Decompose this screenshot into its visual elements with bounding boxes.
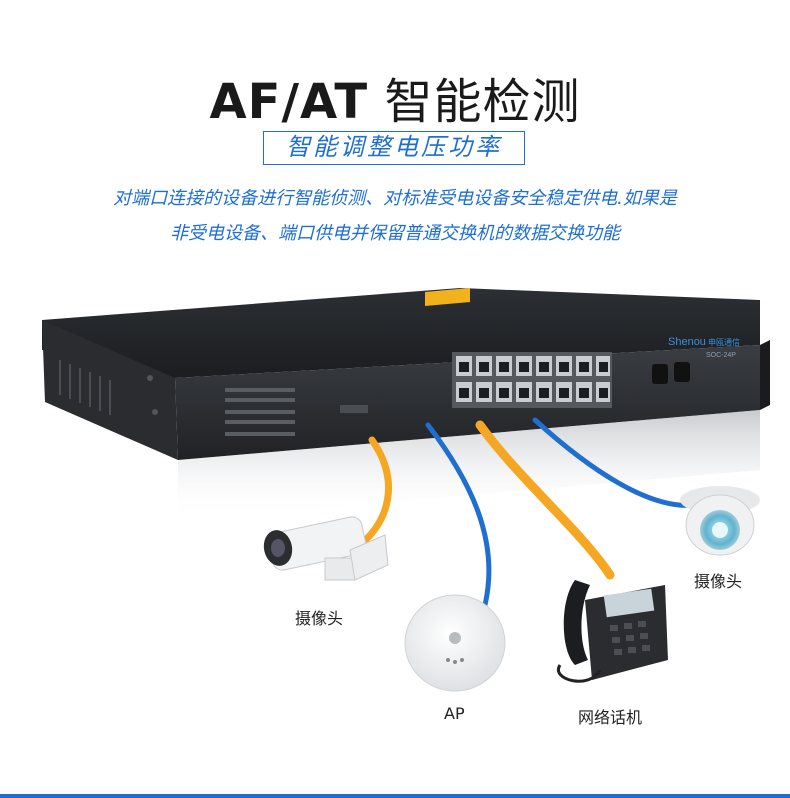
bullet-camera-icon [263, 516, 389, 581]
rj45-ports [452, 352, 612, 408]
subtitle-box: 智能调整电压功率 [263, 131, 525, 165]
description-line-2: 非受电设备、端口供电并保留普通交换机的数据交换功能 [170, 223, 620, 244]
switch-reflection [178, 410, 760, 520]
description-line-1: 对端口连接的设备进行智能侦测、对标准受电设备安全稳定供电.如果是 [113, 188, 677, 209]
poe-switch: Shenou 申瓯通信 SOC-24P [42, 288, 770, 460]
page-title: AF/AT 智能检测 [0, 62, 790, 132]
label-camera-right: 摄像头 [694, 572, 743, 591]
label-camera-left: 摄像头 [295, 609, 344, 628]
switch-brand-cn: 申瓯通信 [708, 337, 740, 347]
bottom-accent-line [0, 794, 790, 798]
title-en: AF/AT [209, 74, 369, 130]
cables [356, 417, 698, 608]
label-ap: AP [444, 704, 465, 723]
switch-model: SOC-24P [706, 352, 736, 359]
dome-camera-icon [680, 486, 760, 556]
title-cn: 智能检测 [384, 74, 581, 130]
access-point-icon [404, 594, 506, 692]
label-phone: 网络话机 [578, 708, 643, 727]
switch-brand: Shenou [668, 336, 706, 348]
ip-phone-icon [556, 580, 668, 683]
